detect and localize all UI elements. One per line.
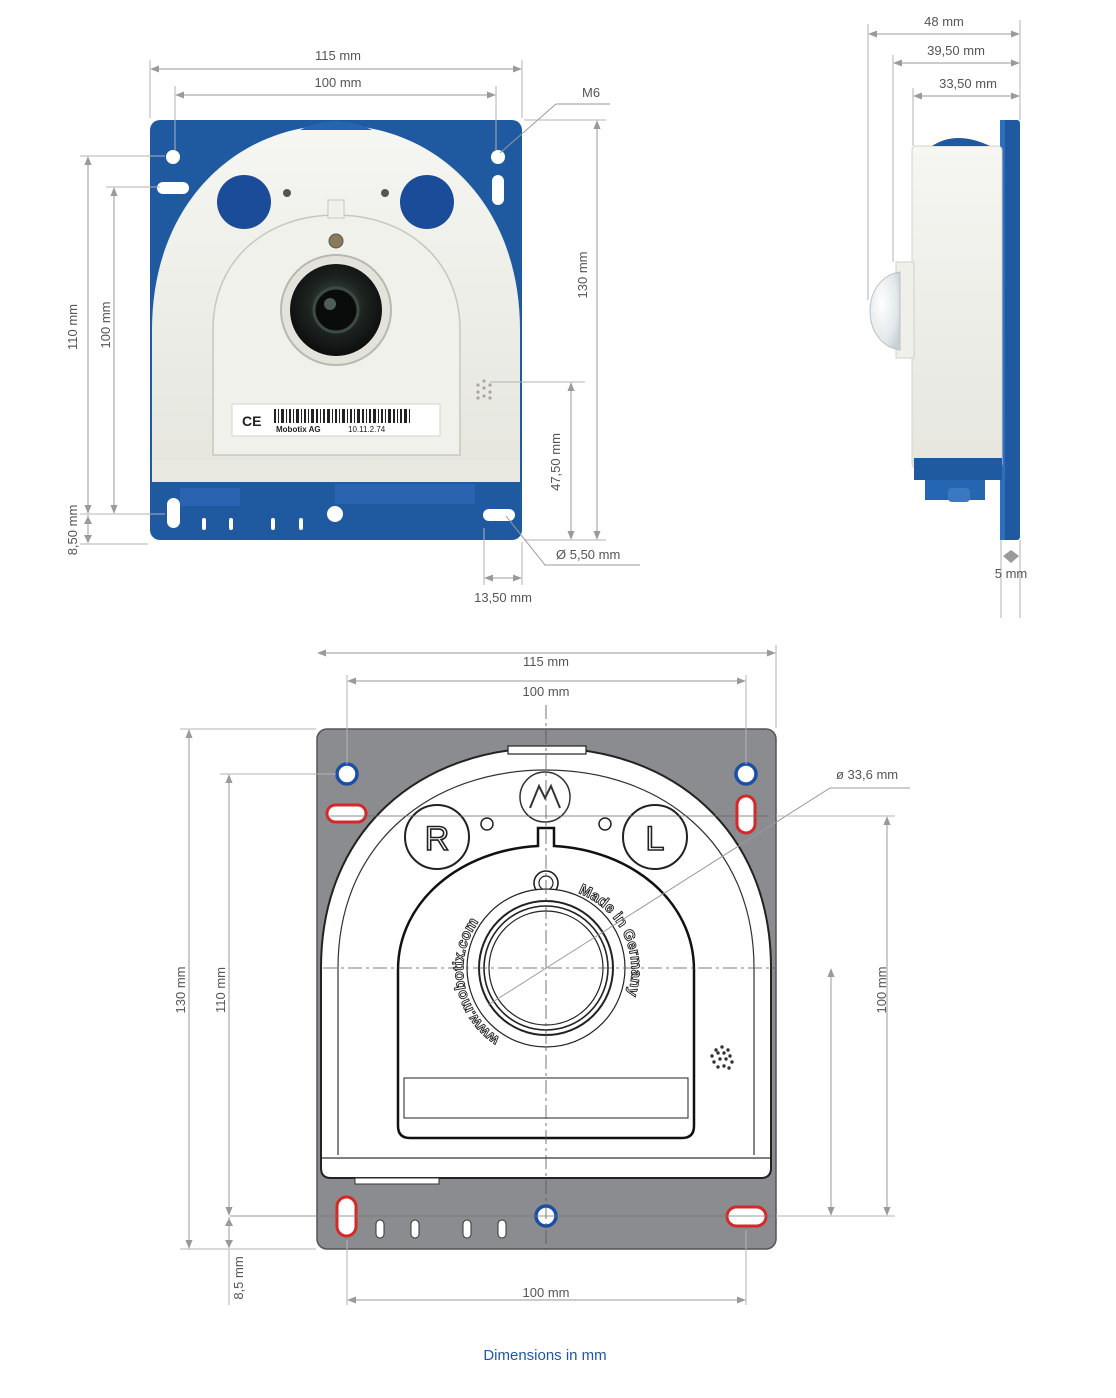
front-label-maker: Mobotix AG	[276, 425, 321, 434]
tech-dim-100-right: 100 mm	[874, 967, 889, 1014]
side-bottom-base	[914, 458, 1002, 480]
tech-slot-left	[325, 803, 368, 824]
front-dim-100-vertical: 100 mm	[98, 302, 113, 349]
side-dim-33: 33,50 mm	[939, 76, 997, 91]
side-top-cap	[932, 138, 990, 146]
front-port-right	[400, 175, 454, 229]
front-lens-glass	[312, 286, 360, 334]
tech-vent-1	[375, 1219, 385, 1239]
side-cable-gland	[948, 488, 970, 502]
tech-dim-8-5: 8,5 mm	[231, 1256, 246, 1299]
side-dim-5-marker	[1003, 550, 1019, 563]
front-dim-8-50: 8,50 mm	[65, 505, 80, 556]
tech-vent-4	[497, 1219, 507, 1239]
front-port-left	[217, 175, 271, 229]
front-slot-bottom-left	[167, 498, 180, 528]
front-top-clip	[300, 121, 372, 130]
front-vent-3	[271, 518, 275, 530]
tech-dim-110: 110 mm	[213, 967, 228, 1013]
tech-logo-mark	[529, 783, 561, 809]
side-dim-48: 48 mm	[924, 14, 964, 29]
tech-slot-bottom-right	[725, 1205, 768, 1228]
technical-dimensions: 115 mm 100 mm ø 33,6 mm 130 mm 110 mm 8,…	[173, 645, 910, 1305]
tech-dim-115: 115 mm	[523, 654, 569, 669]
front-lens-glare	[324, 298, 336, 310]
front-dim-130: 130 mm	[575, 252, 590, 299]
front-dim-100: 100 mm	[315, 75, 362, 90]
front-label-code: 10.11.2.74	[348, 425, 386, 434]
side-dim-5: 5 mm	[995, 566, 1028, 581]
caption: Dimensions in mm	[483, 1347, 606, 1364]
front-ce-mark: CE	[242, 413, 261, 429]
tech-slot-right	[735, 794, 757, 835]
tech-microphone	[710, 1045, 734, 1070]
tech-dim-100-top: 100 mm	[523, 684, 570, 699]
front-connector-right	[335, 484, 475, 504]
tech-button-r	[404, 804, 470, 870]
tech-housing-inner-line	[337, 769, 755, 1155]
front-dim-13: 13,50 mm	[474, 590, 532, 605]
front-led-right	[381, 189, 389, 197]
front-barcode	[274, 409, 410, 423]
front-connector-left	[180, 488, 240, 506]
tech-slot-bottom-left	[335, 1195, 358, 1238]
tech-dim-130: 130 mm	[173, 967, 188, 1014]
front-hole-bottom-center	[327, 506, 343, 522]
tech-vent-3	[462, 1219, 472, 1239]
front-sensor	[328, 233, 344, 249]
front-dim-diameter: Ø 5,50 mm	[556, 547, 620, 562]
tech-dim-100-bottom: 100 mm	[523, 1285, 570, 1300]
front-vent-4	[299, 518, 303, 530]
tech-hole-top-left	[335, 762, 359, 786]
tech-button-r-label: R	[425, 820, 450, 858]
front-view: CE Mobotix AG 10.11.2.74	[150, 120, 522, 540]
front-slot-bottom-right	[483, 509, 515, 521]
front-module-tab	[327, 199, 345, 219]
tech-led-right	[598, 817, 612, 831]
side-housing	[911, 145, 1003, 469]
front-dimensions: 115 mm 100 mm M6 130 mm 47,50 mm Ø 5,50 …	[65, 48, 640, 605]
side-dimensions: 48 mm 39,50 mm 33,50 mm 5 mm	[867, 14, 1028, 618]
front-led-left	[283, 189, 291, 197]
tech-vent-2	[410, 1219, 420, 1239]
front-microphone	[476, 379, 492, 400]
technical-view: R L www.mobotix.com Made in Germany	[230, 705, 777, 1250]
front-hole-top-right	[491, 150, 505, 164]
side-dim-39: 39,50 mm	[927, 43, 985, 58]
front-housing-bottom	[152, 460, 520, 482]
tech-button-l-label: L	[646, 820, 665, 858]
tech-led-left	[480, 817, 494, 831]
front-dim-47: 47,50 mm	[548, 433, 563, 491]
front-dim-110: 110 mm	[65, 304, 80, 350]
front-hole-top-left	[166, 150, 180, 164]
front-vent-2	[229, 518, 233, 530]
tech-button-l	[622, 804, 688, 870]
front-slot-right	[492, 175, 504, 205]
front-slot-left	[157, 182, 189, 194]
tech-connector-strip	[354, 1177, 440, 1185]
front-dim-m6: M6	[582, 85, 600, 100]
front-vent-1	[202, 518, 206, 530]
side-lens-dome	[869, 271, 901, 351]
tech-top-tab	[507, 745, 587, 755]
tech-hole-top-right	[734, 762, 758, 786]
side-view	[869, 120, 1020, 540]
front-dim-115: 115 mm	[315, 48, 361, 63]
tech-dim-diameter: ø 33,6 mm	[836, 767, 898, 782]
